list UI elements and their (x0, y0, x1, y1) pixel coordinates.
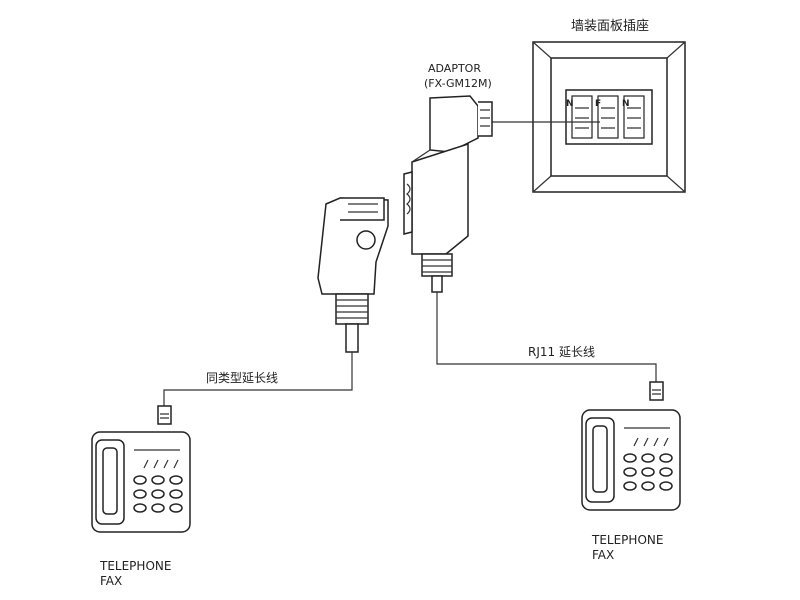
socket-label-n-left: N (566, 99, 574, 109)
left-plug (317, 197, 389, 353)
left-device-label-line2: FAX (100, 574, 122, 588)
right-keypad (623, 453, 673, 491)
socket-label-n-right: N (622, 99, 630, 109)
right-device-label-line2: FAX (592, 548, 614, 562)
left-rj11-jack (157, 405, 172, 425)
right-rj11-jack (649, 381, 664, 401)
adaptor-name: ADAPTOR (428, 62, 481, 75)
left-extension-cable (163, 352, 353, 406)
socket-f: F (595, 95, 619, 139)
wall-plate: N F N 墙装面板插座 (532, 19, 686, 193)
socket-n-left: N (566, 95, 593, 139)
left-device-label-line1: TELEPHONE (99, 559, 171, 573)
adaptor-model: (FX-GM12M) (424, 77, 492, 90)
right-rj11-cable (436, 292, 657, 382)
wall-plate-title: 墙装面板插座 (571, 19, 649, 34)
left-keypad (133, 475, 183, 513)
adaptor: ADAPTOR (FX-GM12M) (403, 62, 493, 293)
socket-n-right: N (622, 95, 645, 139)
socket-label-f: F (595, 99, 601, 109)
left-cable-label: 同类型延长线 (206, 371, 278, 385)
left-telephone: TELEPHONE FAX (91, 431, 191, 588)
right-telephone: TELEPHONE FAX (581, 409, 681, 562)
right-cable-label: RJ11 延长线 (528, 345, 595, 359)
right-device-label-line1: TELEPHONE (591, 533, 663, 547)
